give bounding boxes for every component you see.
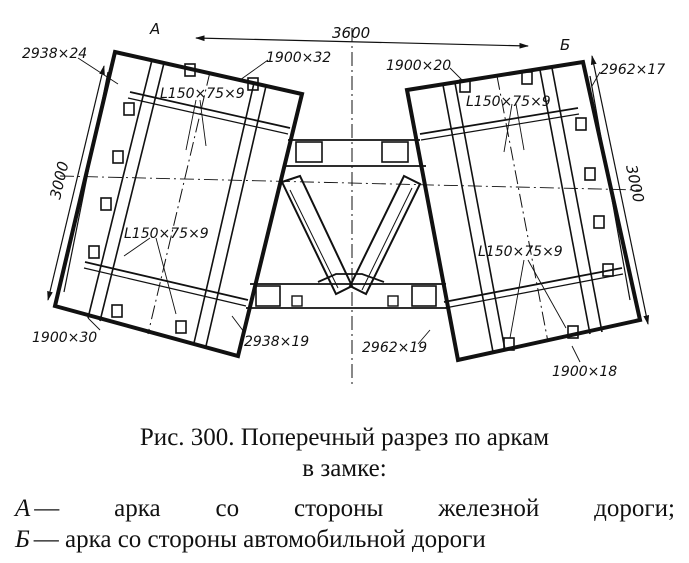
legend-a-word: арка bbox=[114, 495, 161, 522]
horizontal-axis bbox=[59, 175, 641, 191]
span-dimension: 3600 bbox=[332, 24, 370, 42]
arch-a-gussets bbox=[88, 63, 259, 334]
label-b-bottom-left: 2962×19 bbox=[362, 340, 427, 356]
cross-section-drawing: А Б 3600 3000 3000 2938×24 1900×32 L150×… bbox=[22, 20, 665, 388]
label-b-angle-top: L150×75×9 bbox=[466, 94, 551, 110]
right-height-dimension: 3000 bbox=[622, 163, 648, 204]
label-a-top-left: 2938×24 bbox=[22, 46, 87, 62]
label-b-bottom-right: 1900×18 bbox=[552, 364, 617, 380]
cross-bracing bbox=[246, 139, 450, 309]
legend-a-text: — арка со стороны железной дороги; bbox=[30, 493, 675, 524]
legend-a-word: дороги; bbox=[594, 495, 675, 522]
left-height-dimension: 3000 bbox=[46, 160, 72, 201]
label-a-angle-top: L150×75×9 bbox=[160, 86, 245, 102]
legend-b: Б — арка со стороны автомобильной дороги bbox=[15, 524, 675, 555]
legend-a: А — арка со стороны железной дороги; bbox=[15, 493, 675, 524]
legend-a-key: А bbox=[15, 495, 31, 522]
figure-caption: Рис. 300. Поперечный разрез по аркам в з… bbox=[0, 422, 689, 484]
legend-a-word: железной bbox=[438, 495, 540, 522]
label-b-angle-mid: L150×75×9 bbox=[478, 244, 563, 260]
legend-b-key: Б bbox=[15, 526, 30, 553]
caption-title-line2: в замке: bbox=[302, 455, 387, 482]
leader-lines bbox=[77, 57, 601, 363]
legend-a-word: стороны bbox=[293, 495, 384, 522]
label-a-angle-mid: L150×75×9 bbox=[124, 226, 209, 242]
label-b-top: 1900×20 bbox=[386, 58, 451, 74]
label-a-top: 1900×32 bbox=[266, 50, 331, 66]
label-a-bottom-right: 2938×19 bbox=[244, 334, 309, 350]
arch-a-label: А bbox=[149, 20, 160, 38]
arch-b-gussets bbox=[459, 71, 614, 351]
label-a-bottom-left: 1900×30 bbox=[32, 330, 97, 346]
arch-b-label: Б bbox=[560, 36, 570, 54]
label-b-top-right: 2962×17 bbox=[600, 62, 665, 78]
legend-a-word: — bbox=[34, 495, 60, 522]
caption-title-line1: Рис. 300. Поперечный разрез по аркам bbox=[139, 424, 550, 451]
dimension-lines bbox=[47, 35, 650, 325]
legend-a-word: со bbox=[215, 495, 240, 522]
legend-b-text: — арка со стороны автомобильной дороги bbox=[33, 526, 486, 553]
